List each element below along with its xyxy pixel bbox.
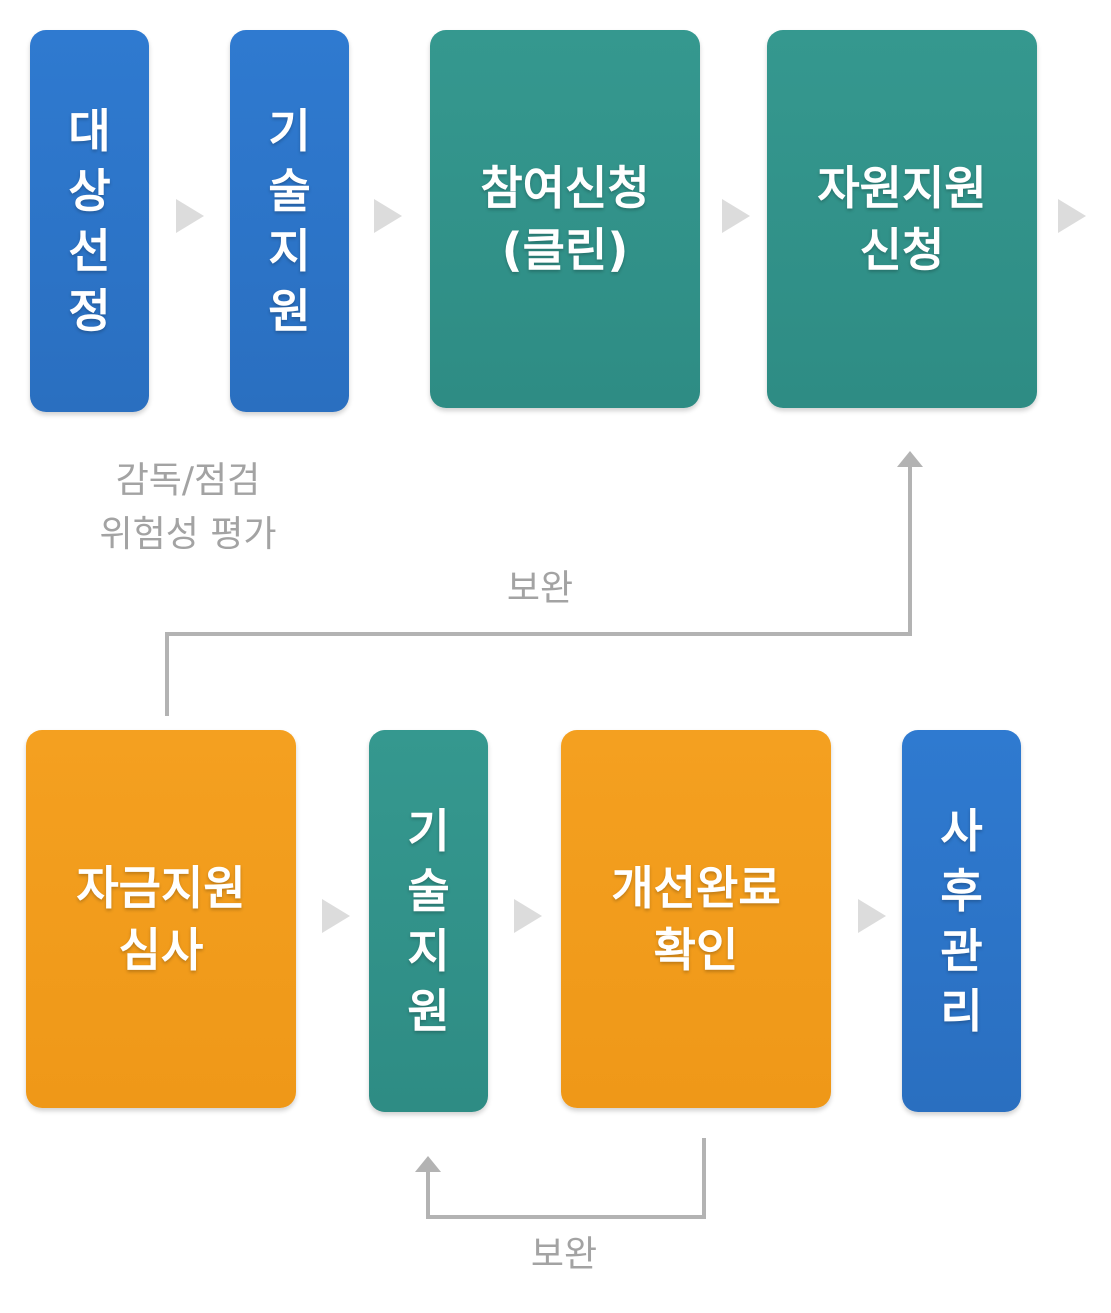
flow-arrow-icon [176,199,204,233]
supplement-label-bottom: 보완 [530,1234,598,1275]
supplement-label-top: 보완 [506,568,574,609]
step-tech-support-2: 기 술 지 원 [369,730,488,1112]
step-follow-up-management: 사 후 관 리 [902,730,1021,1112]
flow-arrow-icon [722,199,750,233]
flow-arrow-icon [374,199,402,233]
arrow-up-icon [897,451,923,467]
arrow-up-icon [415,1156,441,1172]
step-improvement-confirmation: 개선완료 확인 [561,730,831,1108]
flow-arrow-icon [858,899,886,933]
supplement-loop-bottom-line [426,1138,706,1219]
inspection-note: 감독/점검 위험성 평가 [99,460,277,555]
step-resource-support-application: 자원지원 신청 [767,30,1037,408]
flow-arrow-icon [1058,199,1086,233]
step-fund-support-review: 자금지원 심사 [26,730,296,1108]
flow-arrow-icon [322,899,350,933]
supplement-loop-top-line [165,466,912,716]
step-participation-application: 참여신청 (클린) [430,30,700,408]
step-target-selection: 대 상 선 정 [30,30,149,412]
flow-arrow-icon [514,899,542,933]
step-tech-support-1: 기 술 지 원 [230,30,349,412]
